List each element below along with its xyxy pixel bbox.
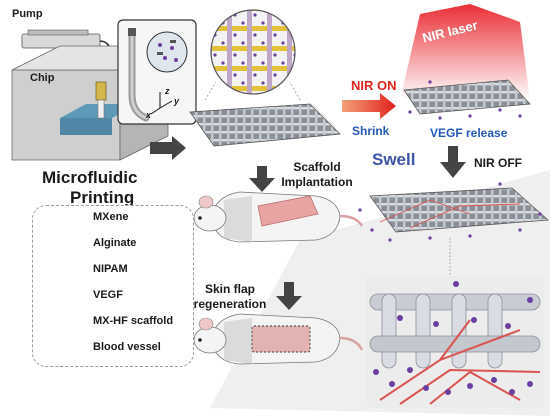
skin-flap-label: Skin flap regeneration xyxy=(193,282,267,311)
microfluidic-label: Microfluidic xyxy=(42,168,138,187)
zoom-circle xyxy=(146,31,188,73)
vegf-release-label: VEGF release xyxy=(430,126,508,140)
released-vegf xyxy=(408,80,522,120)
tube-closeup xyxy=(366,276,544,408)
scaffold-shrunk xyxy=(403,79,531,115)
laser-beam xyxy=(400,4,530,100)
legend-item: MX-HF scaffold xyxy=(33,312,193,334)
nir-off-label: NIR OFF xyxy=(474,156,522,170)
nozzle-inset xyxy=(117,19,197,125)
legend-item: Blood vessel xyxy=(33,338,193,360)
swollen-vegf xyxy=(358,182,542,242)
mesh-zoom-circle xyxy=(204,9,301,101)
legend-item: MXene xyxy=(33,208,193,230)
printing-label: Printing xyxy=(70,188,135,207)
legend-label: NIPAM xyxy=(93,263,128,275)
legend: MXene Alginate NIPAM VEGF MX-HF scaffold… xyxy=(32,205,194,367)
axis-y-label: y xyxy=(174,96,180,106)
legend-label: VEGF xyxy=(93,289,123,301)
legend-label: Alginate xyxy=(93,237,137,249)
legend-label: Blood vessel xyxy=(93,341,161,353)
legend-item: VEGF xyxy=(33,286,193,308)
mouse-regeneration xyxy=(193,313,364,365)
arrow-to-scaffold xyxy=(150,136,186,160)
chip-device xyxy=(95,81,107,101)
regeneration-arrow xyxy=(276,282,302,310)
nir-on-arrow xyxy=(342,93,396,119)
chip-label: Chip xyxy=(30,72,55,84)
scaffold-vessels xyxy=(379,199,521,229)
axis-x-label: x xyxy=(146,110,152,120)
scaffold-implantation-label: Scaffold Implantation xyxy=(281,160,353,189)
implant-arrow xyxy=(249,166,275,192)
legend-label: MX-HF scaffold xyxy=(93,315,174,327)
legend-item: Alginate xyxy=(33,234,193,256)
legend-label: MXene xyxy=(93,211,129,223)
swell-label: Swell xyxy=(372,150,416,169)
legend-item: NIPAM xyxy=(33,260,193,282)
nir-off-arrow xyxy=(440,146,466,178)
axis-z-label: z xyxy=(165,86,170,96)
scaffold-center xyxy=(189,103,341,147)
nir-on-label: NIR ON xyxy=(351,78,397,93)
mouse-implantation xyxy=(193,191,364,243)
pump-label: Pump xyxy=(12,8,43,20)
shrink-label: Shrink xyxy=(352,124,390,138)
